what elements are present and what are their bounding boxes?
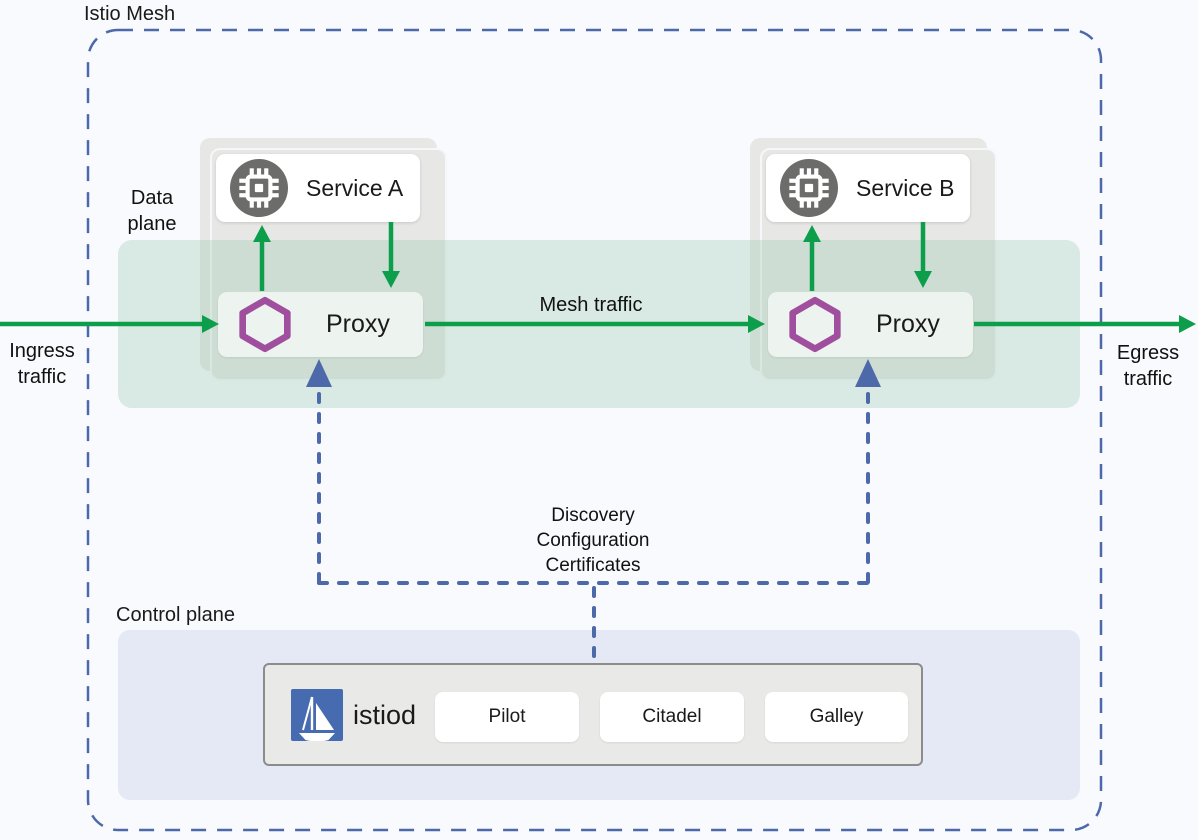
envoy-hexagon-icon <box>239 296 291 353</box>
galley-box: Galley <box>765 692 908 742</box>
istio-sail-logo <box>291 689 343 742</box>
istiod-label: istiod <box>353 699 417 730</box>
control-plane-title: Control plane <box>116 604 235 626</box>
chip-icon <box>230 159 288 217</box>
mesh-traffic-label: Mesh traffic <box>539 294 643 316</box>
istiod-box: istiod Pilot Citadel Galley <box>263 663 923 766</box>
citadel-box: Citadel <box>600 692 744 742</box>
proxy-a-label: Proxy <box>326 310 390 338</box>
pilot-box: Pilot <box>435 692 579 742</box>
istio-mesh-title: Istio Mesh <box>84 3 176 25</box>
discovery-configuration-certificates-label: Discovery Configuration Certificates <box>536 505 650 576</box>
ingress-traffic-label: Ingress traffic <box>9 340 75 388</box>
data-plane-label: Data plane <box>127 187 177 235</box>
proxy-a-box: Proxy <box>218 292 423 357</box>
envoy-hexagon-icon <box>789 296 841 353</box>
service-b-label: Service B <box>856 174 955 201</box>
service-a-card: Service A <box>216 154 420 222</box>
proxy-b-label: Proxy <box>876 310 940 338</box>
service-b-card: Service B <box>766 154 970 222</box>
egress-traffic-label: Egress traffic <box>1116 342 1180 390</box>
service-a-label: Service A <box>306 174 404 201</box>
proxy-b-box: Proxy <box>768 292 973 357</box>
chip-icon <box>780 159 838 217</box>
